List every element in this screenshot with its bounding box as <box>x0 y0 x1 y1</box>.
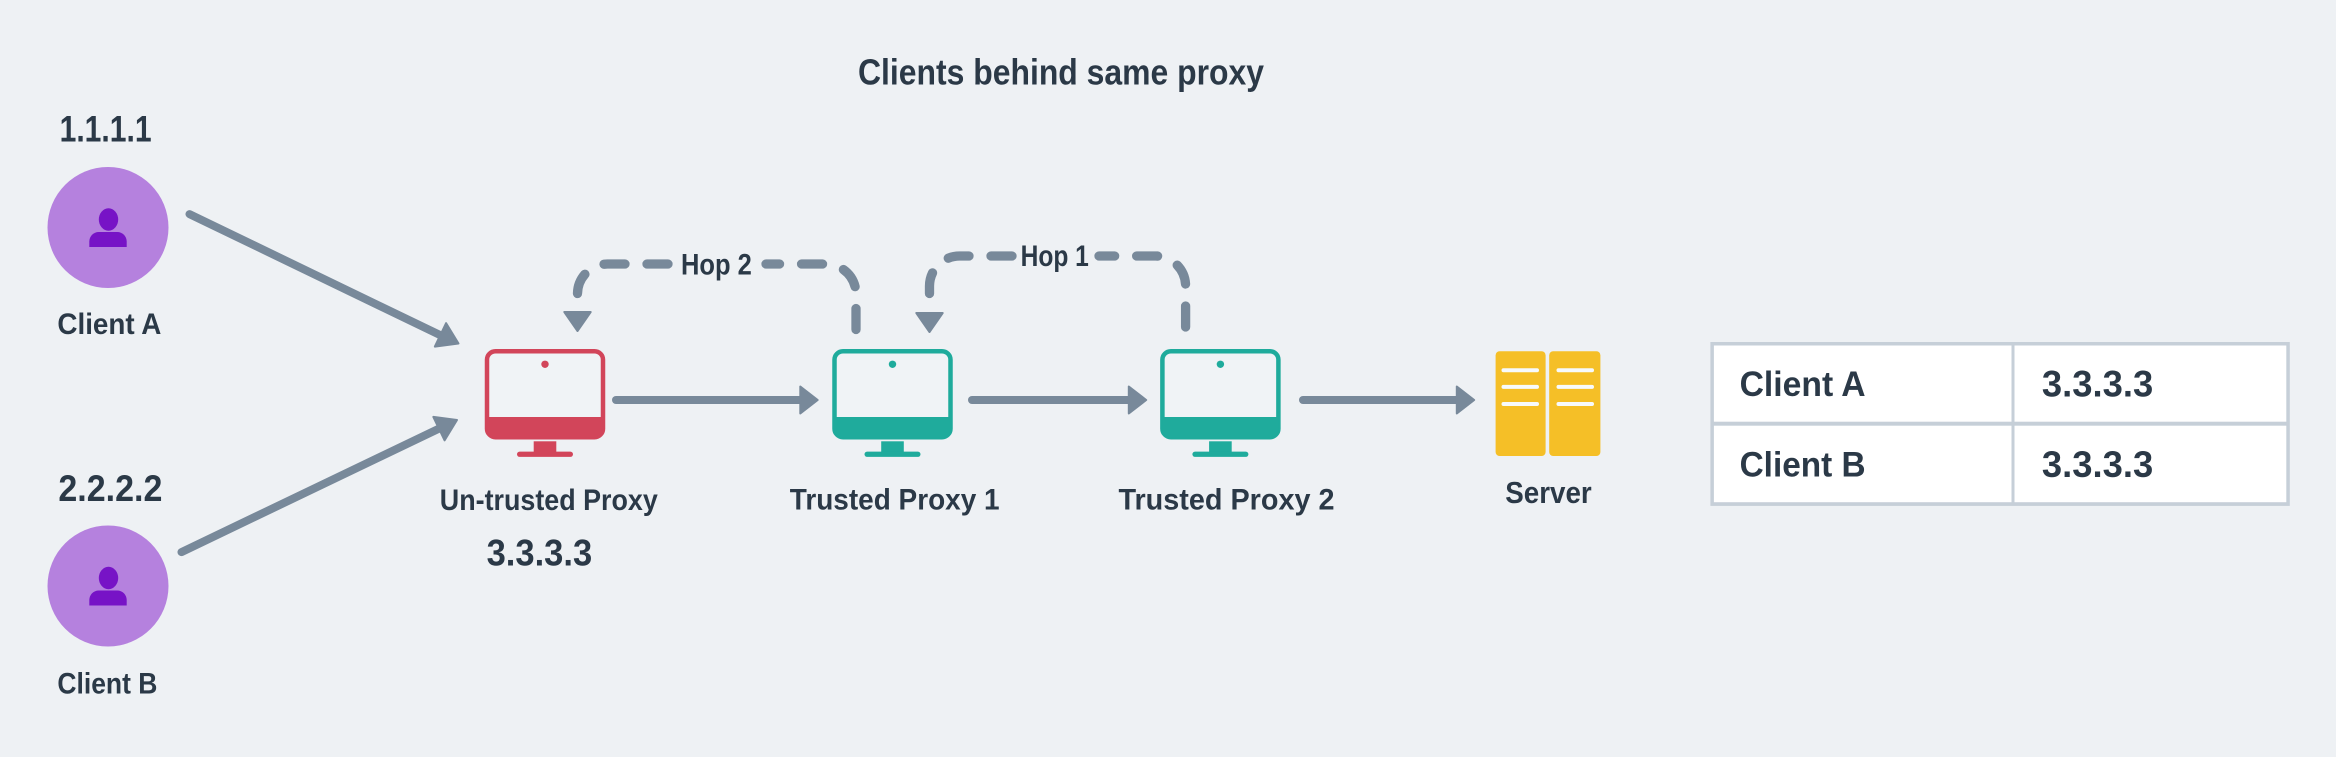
svg-text:2.2.2.2: 2.2.2.2 <box>58 467 162 509</box>
svg-text:1.1.1.1: 1.1.1.1 <box>60 108 152 150</box>
svg-text:Client A: Client A <box>57 309 161 341</box>
svg-text:Server: Server <box>1505 476 1592 510</box>
svg-text:3.3.3.3: 3.3.3.3 <box>2042 444 2153 485</box>
svg-text:Trusted Proxy 1: Trusted Proxy 1 <box>790 484 1000 517</box>
svg-text:Trusted Proxy 2: Trusted Proxy 2 <box>1118 484 1334 517</box>
svg-text:Hop 1: Hop 1 <box>1021 241 1089 273</box>
svg-text:Clients behind same proxy: Clients behind same proxy <box>858 52 1265 93</box>
svg-text:3.3.3.3: 3.3.3.3 <box>487 532 593 574</box>
svg-text:Client A: Client A <box>1740 364 1866 404</box>
svg-text:Client B: Client B <box>1740 445 1866 485</box>
svg-text:Un-trusted Proxy: Un-trusted Proxy <box>440 484 659 517</box>
svg-text:Client B: Client B <box>57 669 157 701</box>
svg-text:3.3.3.3: 3.3.3.3 <box>2042 364 2153 405</box>
svg-text:Hop 2: Hop 2 <box>681 250 752 282</box>
